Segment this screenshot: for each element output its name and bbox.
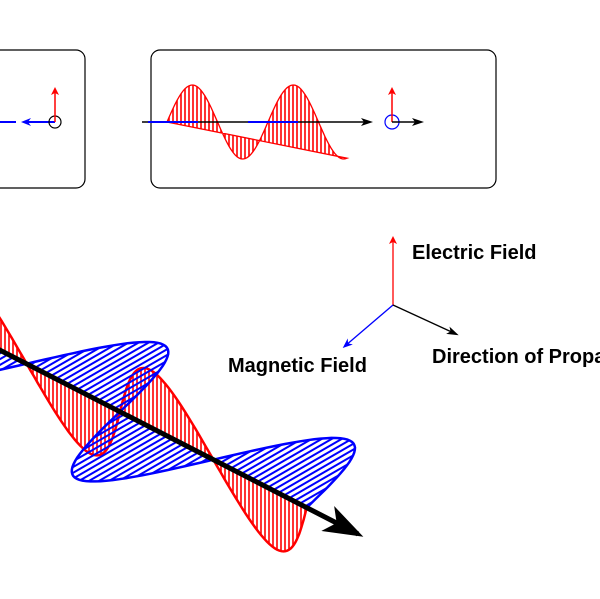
em-wave-3d	[0, 316, 357, 553]
magnetic-field-lobe	[23, 340, 170, 414]
magnetic-field-axis-arrow	[342, 304, 394, 348]
axes-legend: Electric Field Magnetic Field Direction …	[228, 236, 600, 377]
electric-field-label: Electric Field	[412, 242, 537, 264]
electric-field-lobe	[210, 456, 309, 553]
magnetic-field-lobe	[70, 410, 217, 483]
panel-frame	[0, 49, 86, 189]
propagation-axis-arrow	[392, 304, 459, 336]
direction-label: Direction of Propagation	[432, 346, 600, 368]
side-view-panel	[142, 49, 497, 189]
end-view-panel	[0, 49, 86, 189]
propagation-axis-3d	[0, 347, 364, 537]
magnetic-field-label: Magnetic Field	[228, 355, 367, 377]
magnetic-field-lobe	[209, 436, 357, 510]
